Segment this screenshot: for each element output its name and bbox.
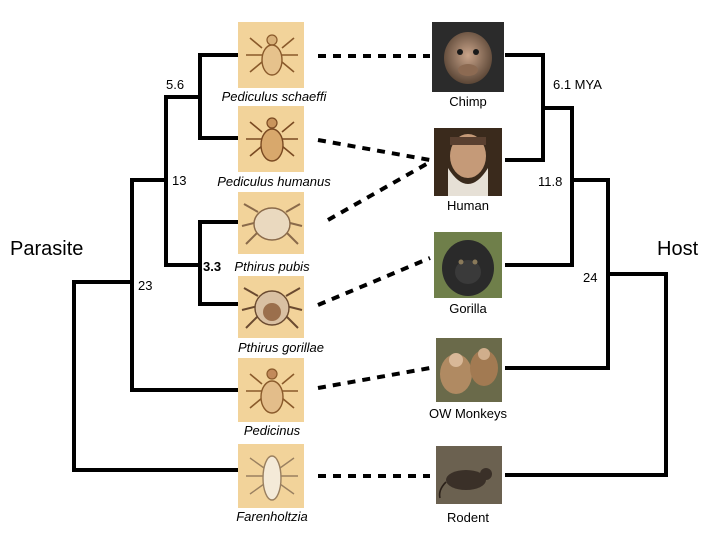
link-pedicinus-owmonkeys <box>317 366 431 390</box>
louse-photo-pedicinus <box>238 358 304 422</box>
host-photo-ow-monkeys <box>436 338 502 402</box>
parasite-side-label: Parasite <box>10 238 83 260</box>
host-photo-gorilla <box>434 232 502 298</box>
host-node-label: 24 <box>583 270 597 285</box>
louse-photo-humanus <box>238 106 304 172</box>
parasite-node-label: 23 <box>138 278 152 293</box>
parasite-name: Pedicinus <box>244 423 301 438</box>
host-clade-chimp-human <box>505 53 545 162</box>
louse-photo-schaeffi <box>238 22 304 88</box>
parasite-tree <box>72 53 238 472</box>
parasite-clade-root <box>72 280 238 472</box>
host-side-label: Host <box>657 238 699 260</box>
host-photo-rodent <box>436 446 502 504</box>
louse-photo-pubis <box>238 192 304 254</box>
host-tree <box>505 53 668 477</box>
host-clade-root <box>505 272 668 477</box>
link-gorillae-gorilla <box>317 256 431 307</box>
association-links <box>317 54 431 478</box>
parasite-node-label: 5.6 <box>166 77 184 92</box>
host-name: Gorilla <box>449 301 487 316</box>
parasite-name: Pthirus gorillae <box>238 340 324 355</box>
host-name: Chimp <box>449 94 487 109</box>
host-name: Human <box>447 198 489 213</box>
parasite-name: Pediculus schaeffi <box>222 89 328 104</box>
parasite-clade-primate <box>130 178 238 392</box>
host-node-label: 6.1 MYA <box>553 77 602 92</box>
link-pubis-human <box>327 160 431 222</box>
parasite-name: Farenholtzia <box>236 509 308 524</box>
host-photo-human <box>434 128 502 196</box>
parasite-name: Pthirus pubis <box>234 259 310 274</box>
host-photo-chimp <box>432 22 504 92</box>
host-name: Rodent <box>447 510 489 525</box>
louse-photo-farenholtzia <box>238 444 304 508</box>
parasite-name: Pediculus humanus <box>217 174 331 189</box>
host-node-label: 11.8 <box>538 174 562 189</box>
parasite-node-label: 13 <box>172 173 186 188</box>
link-humanus-human <box>317 138 431 162</box>
host-name: OW Monkeys <box>429 406 508 421</box>
parasite-node-label: 3.3 <box>203 259 221 274</box>
host-clade-african-apes <box>505 106 574 267</box>
louse-photo-gorillae <box>238 276 304 338</box>
